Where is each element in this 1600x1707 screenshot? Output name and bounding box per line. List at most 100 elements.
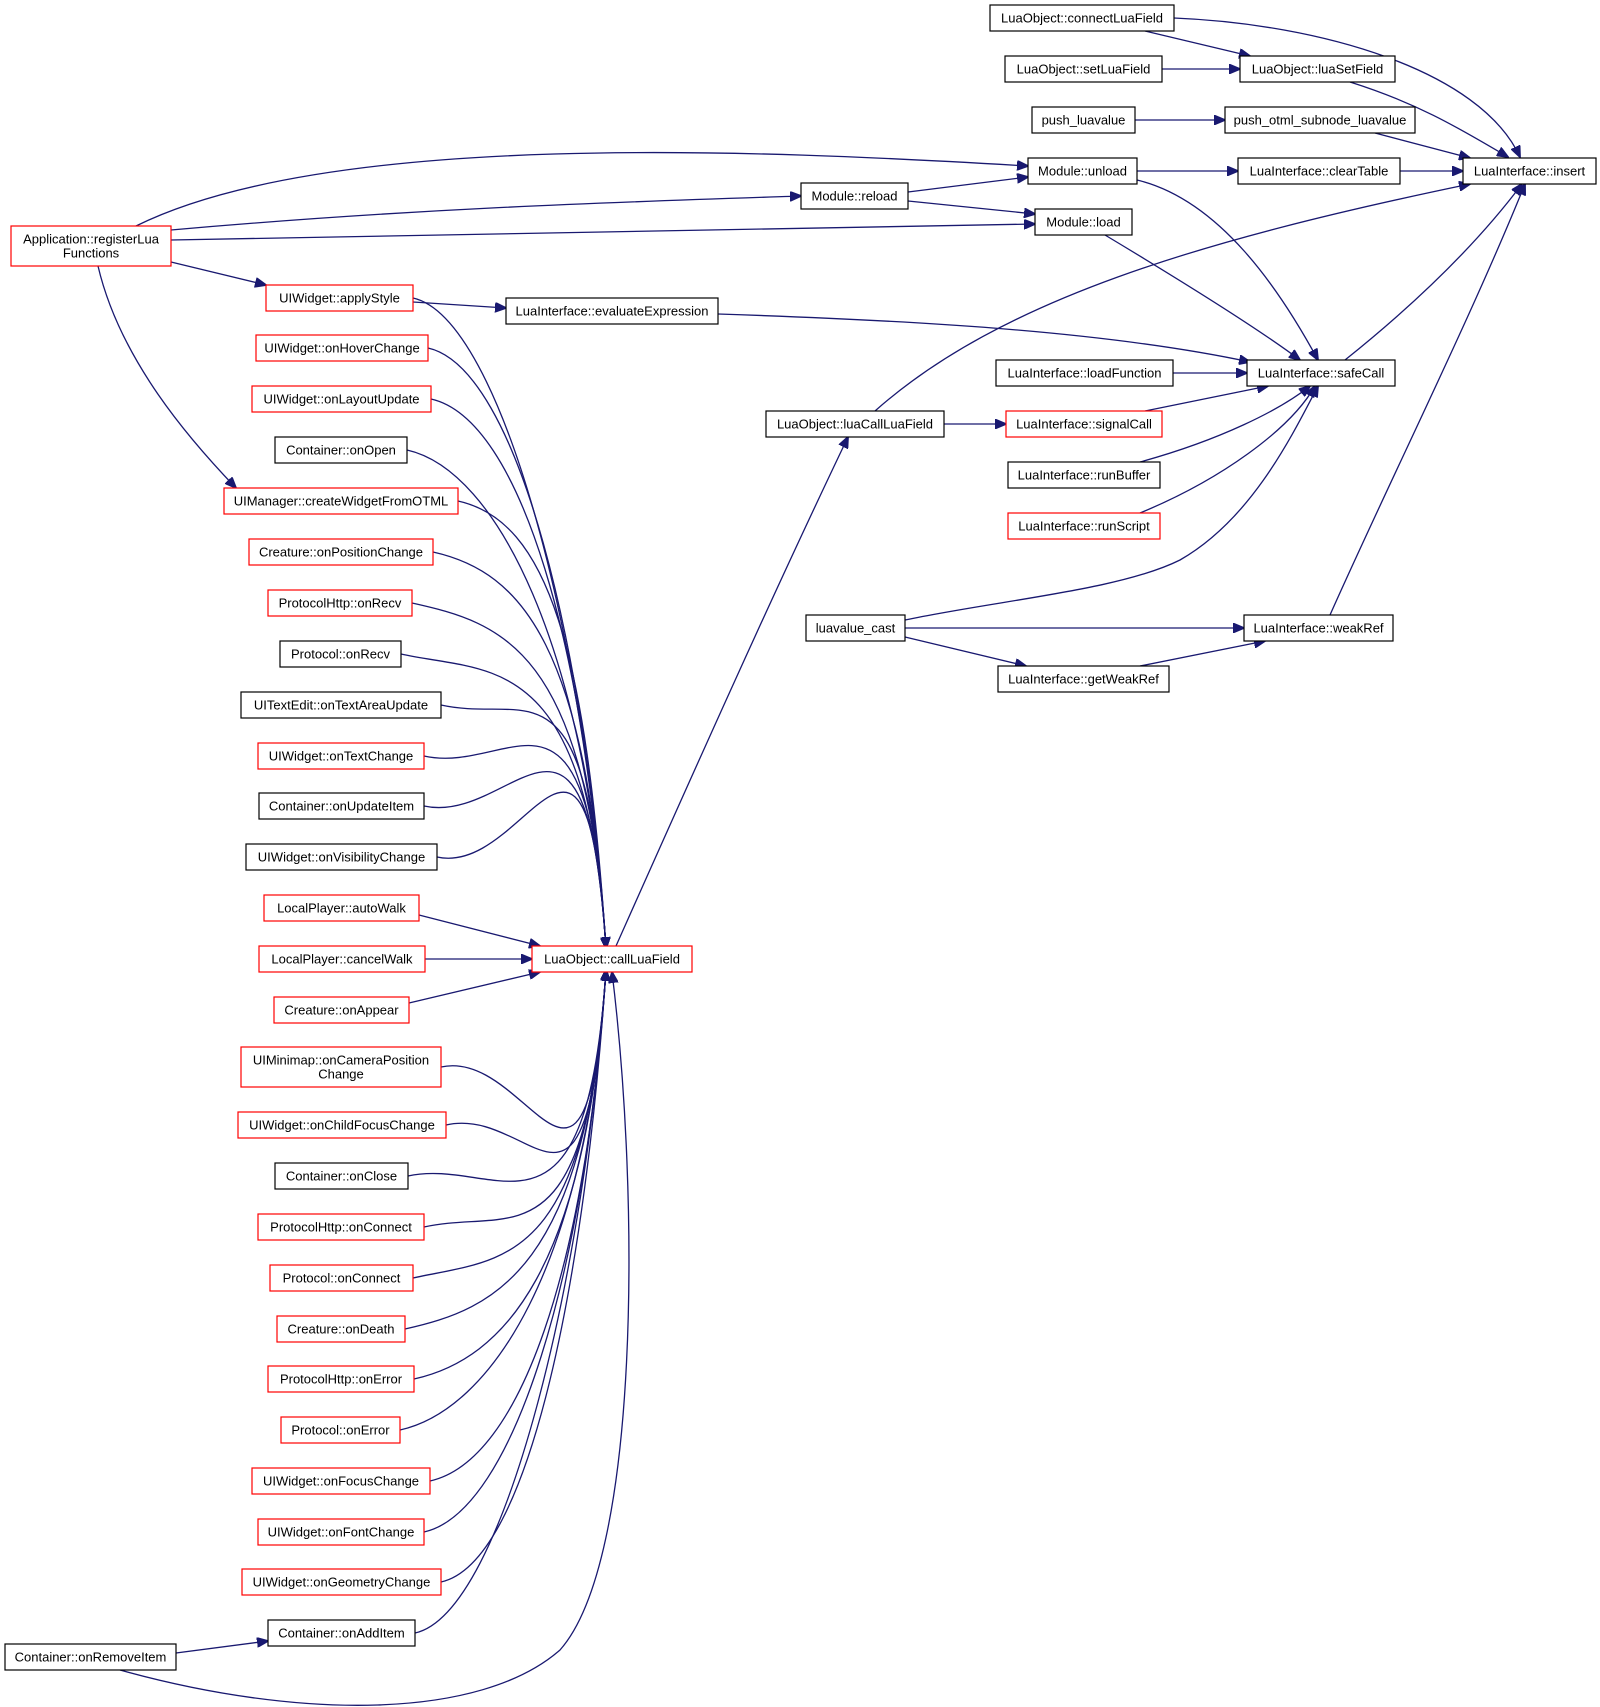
node-push_luavalue[interactable]: push_luavalue <box>1031 106 1136 134</box>
node-label: LocalPlayer::autoWalk <box>277 901 406 916</box>
node-luavalue_cast[interactable]: luavalue_cast <box>805 614 906 642</box>
edge-callLuaField-to-luaCallLuaField <box>615 437 848 947</box>
node-label: UITextEdit::onTextAreaUpdate <box>254 698 428 713</box>
node-autoWalk[interactable]: LocalPlayer::autoWalk <box>263 894 420 922</box>
edge-weakRef-to-insert <box>1329 184 1525 616</box>
node-label: Creature::onDeath <box>288 1322 395 1337</box>
node-onFocusChange[interactable]: UIWidget::onFocusChange <box>251 1467 431 1495</box>
node-setLuaField[interactable]: LuaObject::setLuaField <box>1004 55 1163 83</box>
node-onHoverChange[interactable]: UIWidget::onHoverChange <box>255 334 429 362</box>
node-onRemoveItem[interactable]: Container::onRemoveItem <box>4 1643 177 1671</box>
node-luaSetField[interactable]: LuaObject::luaSetField <box>1239 55 1396 83</box>
node-box <box>997 665 1170 693</box>
node-createWidget[interactable]: UIManager::createWidgetFromOTML <box>223 487 459 515</box>
node-box <box>274 436 408 464</box>
node-containerOnOpen[interactable]: Container::onOpen <box>274 436 408 464</box>
node-httpOnConnect[interactable]: ProtocolHttp::onConnect <box>257 1213 425 1241</box>
node-label: LuaInterface::insert <box>1474 164 1586 179</box>
node-signalCall[interactable]: LuaInterface::signalCall <box>1005 410 1163 438</box>
node-box <box>805 614 906 642</box>
node-moduleLoad[interactable]: Module::load <box>1034 208 1133 236</box>
node-runBuffer[interactable]: LuaInterface::runBuffer <box>1007 461 1161 489</box>
node-box <box>1007 461 1161 489</box>
node-label: Protocol::onError <box>291 1423 390 1438</box>
node-box <box>257 1213 425 1241</box>
node-box <box>280 1416 401 1444</box>
node-onVisibilityChange[interactable]: UIWidget::onVisibilityChange <box>245 843 438 871</box>
edge-onRemoveItem-to-onAddItem <box>175 1641 268 1654</box>
node-box <box>1004 55 1163 83</box>
node-label: LuaInterface::runScript <box>1018 519 1150 534</box>
node-moduleUnload[interactable]: Module::unload <box>1027 157 1138 185</box>
node-clearTable[interactable]: LuaInterface::clearTable <box>1237 157 1401 185</box>
node-httpOnRecv[interactable]: ProtocolHttp::onRecv <box>267 589 413 617</box>
node-protocolOnConnect[interactable]: Protocol::onConnect <box>269 1264 414 1292</box>
node-moduleReload[interactable]: Module::reload <box>800 182 909 210</box>
node-onUpdateItem[interactable]: Container::onUpdateItem <box>258 792 425 820</box>
node-cancelWalk[interactable]: LocalPlayer::cancelWalk <box>258 945 426 973</box>
node-box <box>989 4 1175 32</box>
node-box <box>800 182 909 210</box>
edge-safeCall-to-insert <box>1344 184 1522 361</box>
node-connectLuaField[interactable]: LuaObject::connectLuaField <box>989 4 1175 32</box>
node-label: LuaInterface::weakRef <box>1253 621 1383 636</box>
edge-luavalue_cast-to-getWeakRef <box>904 636 1026 666</box>
node-label: Container::onUpdateItem <box>269 799 414 814</box>
node-containerOnClose[interactable]: Container::onClose <box>274 1162 409 1190</box>
node-onAppear[interactable]: Creature::onAppear <box>273 996 410 1024</box>
node-box <box>258 945 426 973</box>
node-box <box>223 487 459 515</box>
node-label: UIWidget::onFocusChange <box>263 1474 419 1489</box>
node-applyStyle[interactable]: UIWidget::applyStyle <box>265 284 414 312</box>
node-onDeath[interactable]: Creature::onDeath <box>276 1315 406 1343</box>
node-box <box>274 1162 409 1190</box>
node-luaCallLuaField[interactable]: LuaObject::luaCallLuaField <box>765 410 945 438</box>
node-getWeakRef[interactable]: LuaInterface::getWeakRef <box>997 665 1170 693</box>
node-box <box>240 691 442 719</box>
edge-onAppear-to-callLuaField <box>408 972 540 1004</box>
node-box <box>258 792 425 820</box>
node-protocolOnRecv[interactable]: Protocol::onRecv <box>279 640 402 668</box>
node-onLayoutUpdate[interactable]: UIWidget::onLayoutUpdate <box>251 385 432 413</box>
node-box <box>1246 359 1396 387</box>
node-insert[interactable]: LuaInterface::insert <box>1462 157 1597 185</box>
node-box <box>248 538 434 566</box>
node-onTextChange[interactable]: UIWidget::onTextChange <box>257 742 425 770</box>
node-safeCall[interactable]: LuaInterface::safeCall <box>1246 359 1396 387</box>
node-label: Container::onClose <box>286 1169 397 1184</box>
node-box <box>4 1643 177 1671</box>
edge-push_otml-to-insert <box>1374 132 1470 158</box>
node-label: Creature::onPositionChange <box>259 545 423 560</box>
node-loadFunction[interactable]: LuaInterface::loadFunction <box>995 359 1174 387</box>
edge-protocolOnError-to-callLuaField <box>399 970 606 1431</box>
edge-luaCallLuaField-to-insert <box>874 184 1470 412</box>
node-httpOnError[interactable]: ProtocolHttp::onError <box>267 1365 415 1393</box>
node-onChildFocusChange[interactable]: UIWidget::onChildFocusChange <box>237 1111 447 1139</box>
node-onTextAreaUpdate[interactable]: UITextEdit::onTextAreaUpdate <box>240 691 442 719</box>
node-onFontChange[interactable]: UIWidget::onFontChange <box>257 1518 425 1546</box>
node-push_otml[interactable]: push_otml_subnode_luavalue <box>1224 106 1416 134</box>
node-runScript[interactable]: LuaInterface::runScript <box>1007 512 1161 540</box>
node-label: UIWidget::onTextChange <box>269 749 414 764</box>
node-box <box>1243 614 1394 642</box>
edge-onFontChange-to-callLuaField <box>423 970 606 1533</box>
node-box <box>505 297 719 325</box>
edge-moduleReload-to-moduleUnload <box>907 177 1028 193</box>
node-onPositionChange[interactable]: Creature::onPositionChange <box>248 538 434 566</box>
node-onAddItem[interactable]: Container::onAddItem <box>267 1619 416 1647</box>
node-weakRef[interactable]: LuaInterface::weakRef <box>1243 614 1394 642</box>
edge-runBuffer-to-safeCall <box>1139 386 1310 463</box>
edge-luavalue_cast-to-safeCall <box>904 386 1318 621</box>
edge-onPositionChange-to-callLuaField <box>432 551 606 948</box>
node-label: Protocol::onRecv <box>291 647 390 662</box>
node-callLuaField[interactable]: LuaObject::callLuaField <box>531 945 693 973</box>
edge-registerLua-to-moduleUnload <box>135 151 1028 227</box>
node-label: Module::unload <box>1038 164 1127 179</box>
node-evaluateExpression[interactable]: LuaInterface::evaluateExpression <box>505 297 719 325</box>
node-label: LuaInterface::signalCall <box>1016 417 1152 432</box>
node-protocolOnError[interactable]: Protocol::onError <box>280 1416 401 1444</box>
node-onGeometryChange[interactable]: UIWidget::onGeometryChange <box>241 1568 442 1596</box>
edge-registerLua-to-moduleLoad <box>170 224 1035 241</box>
